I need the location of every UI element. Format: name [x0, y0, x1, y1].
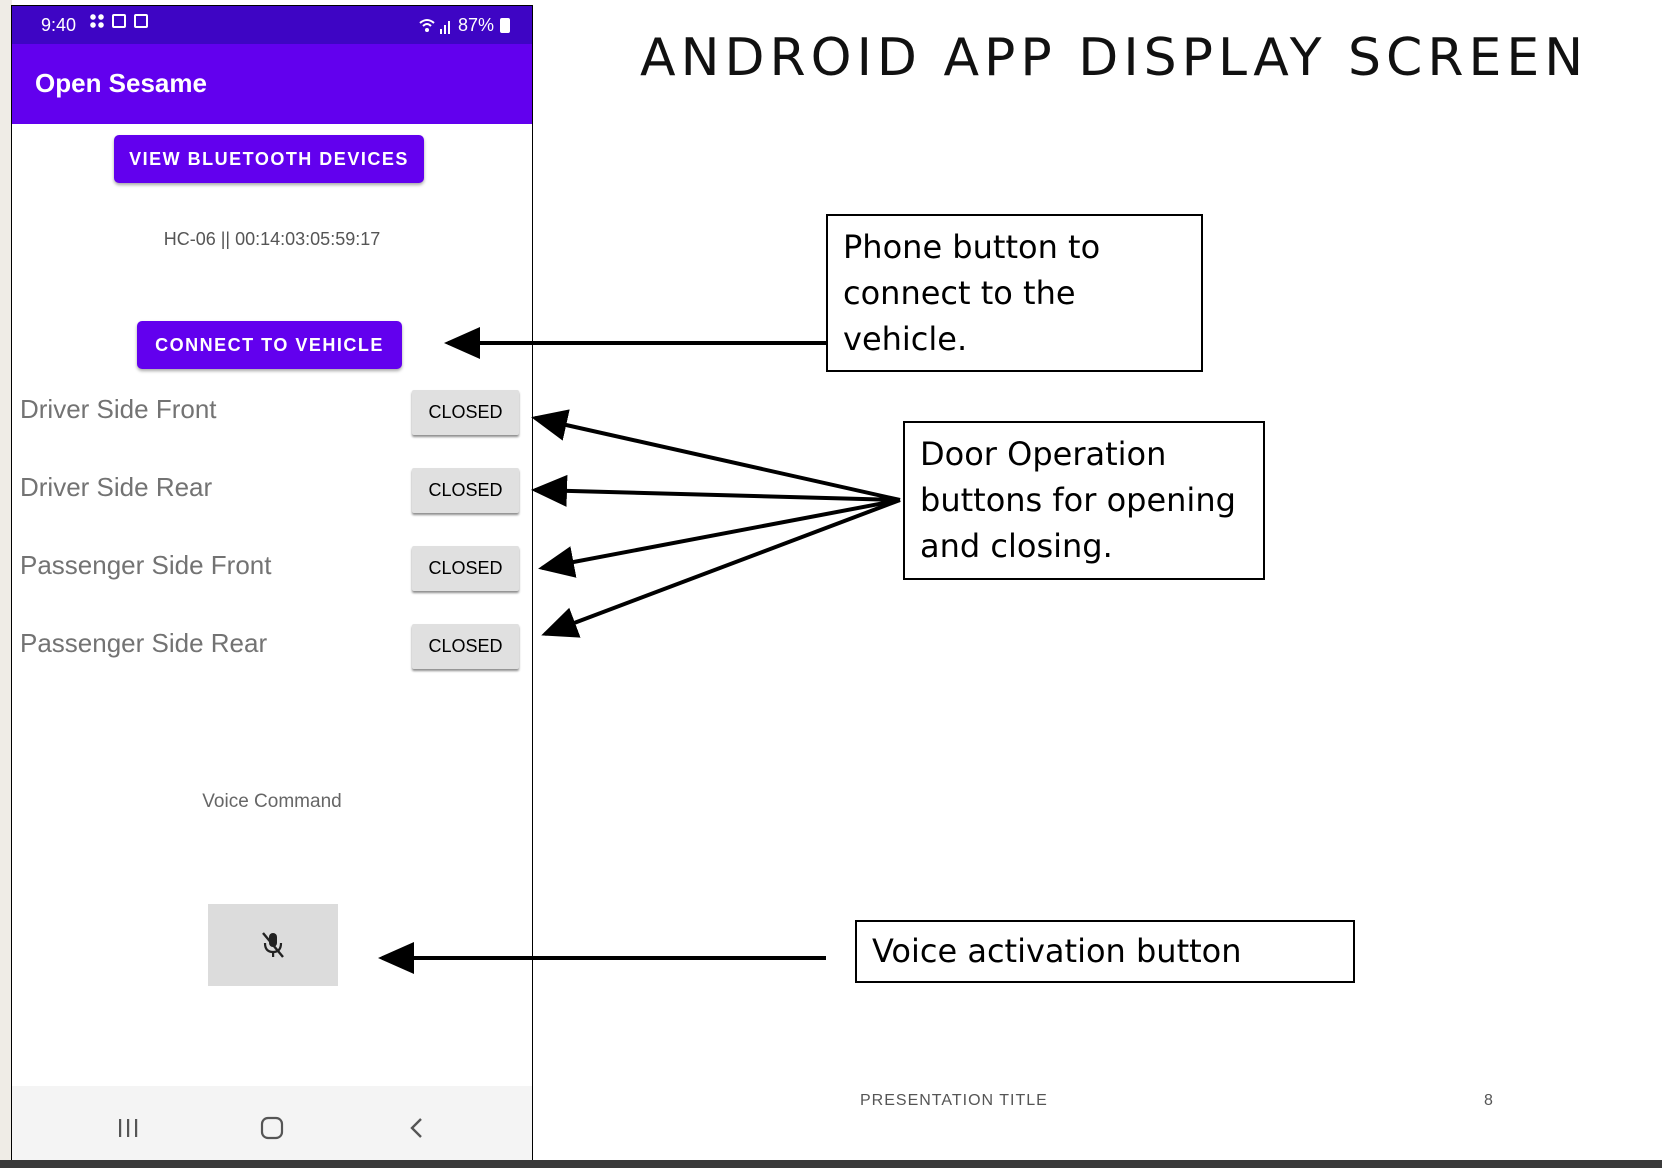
arrow-door-2 [531, 474, 901, 507]
callout-connect: Phone button to connect to the vehicle. [826, 214, 1203, 372]
connect-to-vehicle-button[interactable]: CONNECT TO VEHICLE [137, 321, 402, 369]
door-label-driver-front: Driver Side Front [20, 394, 217, 424]
notification-icons [90, 14, 148, 28]
back-icon[interactable] [396, 1108, 436, 1148]
home-icon[interactable] [252, 1108, 292, 1148]
view-bluetooth-devices-button[interactable]: VIEW BLUETOOTH DEVICES [114, 135, 424, 183]
callout-voice: Voice activation button [855, 920, 1355, 983]
arrow-door-4 [541, 498, 901, 638]
arrow-door-3 [538, 498, 901, 578]
door-label-passenger-rear: Passenger Side Rear [20, 628, 268, 658]
navigation-bar [12, 1086, 532, 1164]
paired-device-info: HC-06 || 00:14:03:05:59:17 [163, 229, 381, 249]
door-button-driver-front[interactable]: CLOSED [412, 390, 519, 435]
recent-apps-icon[interactable] [108, 1108, 148, 1148]
status-bar: 9:40 87% [12, 6, 532, 44]
status-right: 87% [418, 15, 510, 36]
slide-left-edge [0, 0, 12, 1168]
callout-voice-text: Voice activation button [872, 932, 1242, 970]
door-button-driver-rear[interactable]: CLOSED [412, 468, 519, 513]
mic-off-icon [262, 932, 284, 958]
callout-connect-text: Phone button to connect to the vehicle. [843, 228, 1101, 358]
door-label-driver-rear: Driver Side Rear [20, 472, 213, 502]
battery-icon [500, 18, 510, 33]
app-title: Open Sesame [35, 68, 207, 98]
voice-command-label: Voice Command [202, 791, 342, 812]
notification-icon [112, 14, 126, 28]
footer-presentation-title: PRESENTATION TITLE [860, 1092, 1048, 1109]
door-button-passenger-front[interactable]: CLOSED [412, 546, 519, 591]
app-bar: Open Sesame [12, 44, 532, 124]
gallery-icon [134, 14, 148, 28]
callout-doors-text: Door Operation buttons for opening and c… [920, 435, 1236, 565]
apps-icon [90, 14, 104, 28]
door-label-passenger-front: Passenger Side Front [20, 550, 272, 580]
door-button-passenger-rear[interactable]: CLOSED [412, 624, 519, 669]
status-time: 9:40 [41, 15, 77, 35]
voice-activation-button[interactable] [208, 904, 338, 986]
wifi-signal-icon [419, 18, 450, 34]
slide-title: ANDROID APP DISPLAY SCREEN [640, 28, 1589, 88]
phone-screen: 9:40 87% Open Sesame VIEW BLUETOOTH DEVI… [11, 5, 533, 1165]
callout-doors: Door Operation buttons for opening and c… [903, 421, 1265, 580]
footer-page-number: 8 [1484, 1092, 1493, 1109]
slide-bottom-border [0, 1160, 1662, 1168]
battery-percent: 87% [457, 15, 494, 35]
arrow-door-1 [531, 409, 901, 502]
